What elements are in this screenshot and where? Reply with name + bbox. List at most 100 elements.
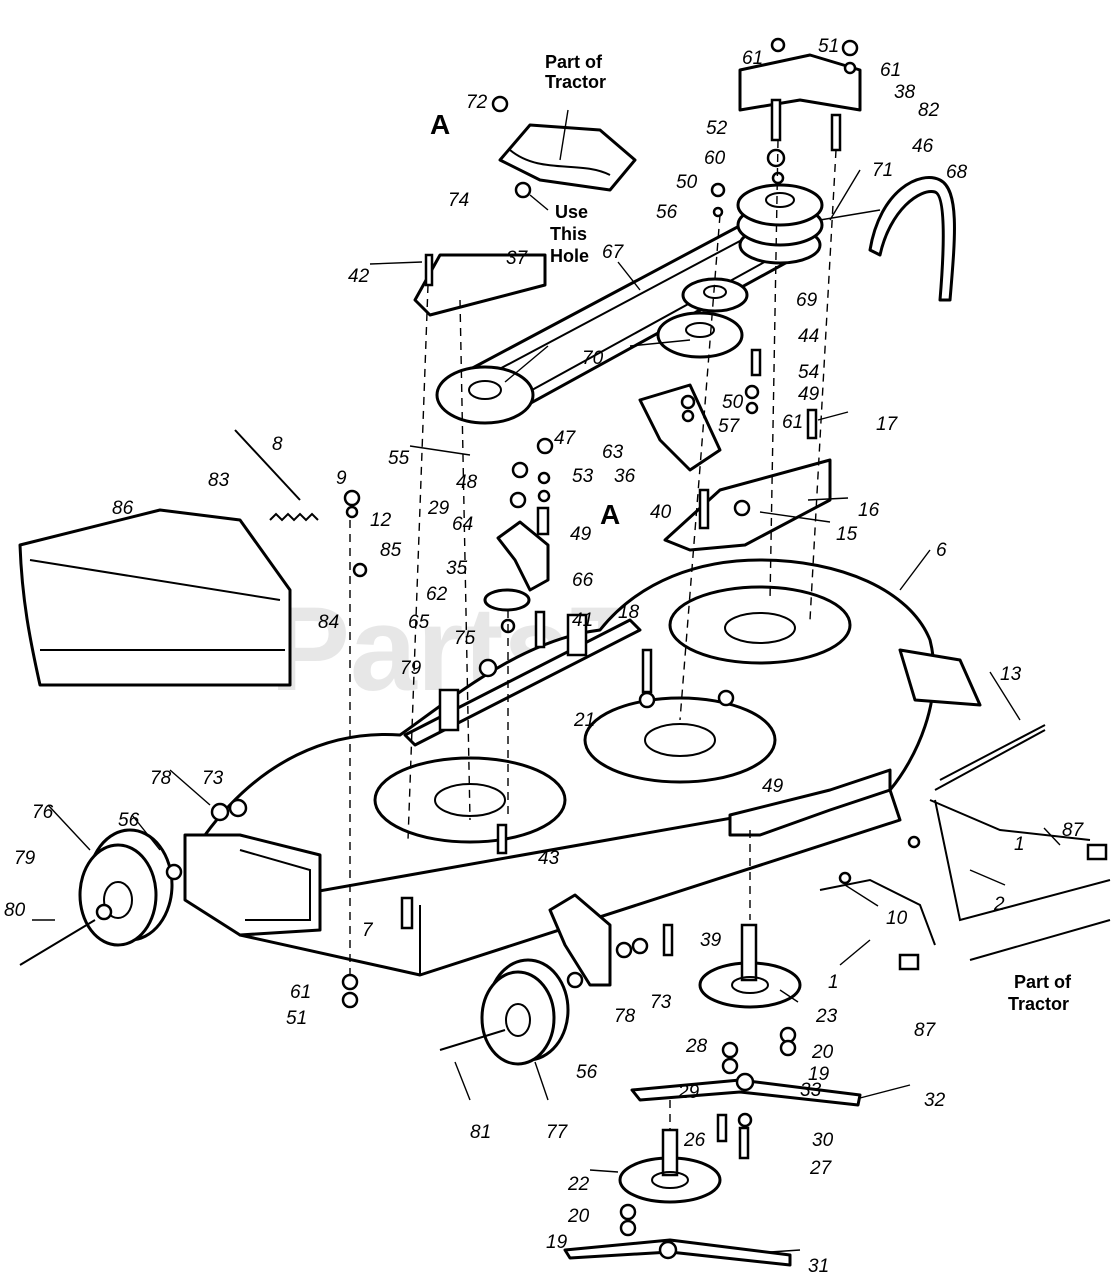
idler-arm [638, 383, 722, 472]
blade-lower [563, 1238, 792, 1267]
idler-pulley-mid [656, 311, 744, 359]
part-callout-26: 26 [683, 1130, 706, 1151]
part-callout-49: 49 [798, 384, 820, 405]
part-callout-87: 87 [914, 1020, 937, 1041]
belt-section [868, 176, 956, 302]
wheel-bolt [19, 919, 96, 966]
part-callout-46: 46 [912, 136, 934, 157]
part-callout-81: 81 [470, 1122, 491, 1143]
mandrel-assembly-upper [698, 923, 802, 1009]
part-callout-27: 27 [809, 1158, 833, 1179]
part-callout-86: 86 [112, 498, 134, 519]
idler-pulley-large [435, 365, 535, 425]
part-callout-29: 29 [427, 498, 450, 519]
part-callout-56: 56 [656, 202, 678, 223]
part-callout-20: 20 [811, 1042, 834, 1063]
part-callout-19: 19 [546, 1232, 568, 1253]
part-callout-39: 39 [700, 930, 722, 951]
part-callout-66: 66 [572, 570, 594, 591]
part-callout-67: 67 [602, 242, 625, 263]
part-callout-53: 53 [572, 466, 594, 487]
part-callout-75: 75 [454, 628, 476, 649]
leader-lines [32, 109, 1061, 1253]
part-callout-7: 7 [362, 920, 374, 941]
part-callout-73: 73 [650, 992, 672, 1013]
note-part-of-tractor-top: Part of Tractor [545, 52, 606, 92]
part-callout-50: 50 [722, 392, 744, 413]
part-callout-56: 56 [576, 1062, 598, 1083]
part-callout-47: 47 [554, 428, 577, 449]
part-callout-35: 35 [446, 558, 468, 579]
part-callout-1: 1 [828, 972, 839, 993]
part-callout-10: 10 [886, 908, 908, 929]
lift-arm-assembly [819, 729, 1111, 971]
part-callout-49: 49 [570, 524, 592, 545]
part-callout-55: 55 [388, 448, 410, 469]
note-line: Tractor [1008, 994, 1069, 1014]
baffle-bracket [403, 613, 642, 747]
idler-pulley-small [681, 277, 749, 313]
part-callout-68: 68 [946, 162, 968, 183]
part-callout-22: 22 [567, 1174, 590, 1195]
part-callout-44: 44 [798, 326, 819, 347]
part-callout-78: 78 [614, 1006, 636, 1027]
wheel-bolt-rear [439, 1029, 506, 1051]
part-callout-9: 9 [336, 468, 347, 489]
part-callout-31: 31 [808, 1256, 829, 1277]
part-callout-28: 28 [685, 1036, 708, 1057]
shield-washer [483, 588, 531, 612]
part-callout-13: 13 [1000, 664, 1022, 685]
part-callout-69: 69 [796, 290, 818, 311]
part-callout-79: 79 [400, 658, 422, 679]
view-marker-a-mid: A [600, 499, 620, 530]
part-callout-71: 71 [872, 160, 893, 181]
part-callout-12: 12 [370, 510, 392, 531]
part-callout-51: 51 [286, 1008, 307, 1029]
part-callout-79: 79 [14, 848, 36, 869]
part-callout-61: 61 [880, 60, 901, 81]
deflector-spring [269, 512, 319, 522]
note-line: Part of [1014, 972, 1072, 992]
idler-bracket [413, 253, 547, 317]
part-callout-16: 16 [858, 500, 880, 521]
tractor-mounting-plate [498, 123, 637, 192]
part-callout-74: 74 [448, 190, 469, 211]
part-callout-8: 8 [272, 434, 283, 455]
part-callout-77: 77 [546, 1122, 569, 1143]
part-callout-52: 52 [706, 118, 728, 139]
part-callout-48: 48 [456, 472, 478, 493]
part-callout-43: 43 [538, 848, 560, 869]
pivot-bracket [496, 520, 550, 592]
part-callout-37: 37 [506, 248, 529, 269]
part-callout-61: 61 [782, 412, 803, 433]
part-callout-80: 80 [4, 900, 26, 921]
note-line: Tractor [545, 72, 606, 92]
deflector-rod [234, 429, 301, 501]
part-callout-85: 85 [380, 540, 402, 561]
part-callout-30: 30 [812, 1130, 834, 1151]
part-callout-49: 49 [762, 776, 784, 797]
note-line: This [550, 224, 587, 244]
alignment-lines [349, 139, 837, 1130]
part-callout-33: 33 [800, 1080, 822, 1101]
main-pulley [736, 183, 824, 265]
part-callout-17: 17 [876, 414, 899, 435]
part-callout-50: 50 [676, 172, 698, 193]
part-callout-61: 61 [290, 982, 311, 1003]
part-callout-60: 60 [704, 148, 726, 169]
part-callout-54: 54 [798, 362, 819, 383]
hardware-fasteners [95, 37, 1046, 1260]
part-callout-73: 73 [202, 768, 224, 789]
part-callout-20: 20 [567, 1206, 590, 1227]
part-callout-41: 41 [572, 610, 593, 631]
part-callout-6: 6 [936, 540, 947, 561]
part-callout-2: 2 [993, 894, 1005, 915]
part-callout-51: 51 [818, 36, 839, 57]
part-callout-38: 38 [894, 82, 916, 103]
part-callout-32: 32 [924, 1090, 946, 1111]
part-callout-64: 64 [452, 514, 473, 535]
note-use-this-hole: Use This Hole [550, 202, 589, 266]
part-callout-15: 15 [836, 524, 858, 545]
